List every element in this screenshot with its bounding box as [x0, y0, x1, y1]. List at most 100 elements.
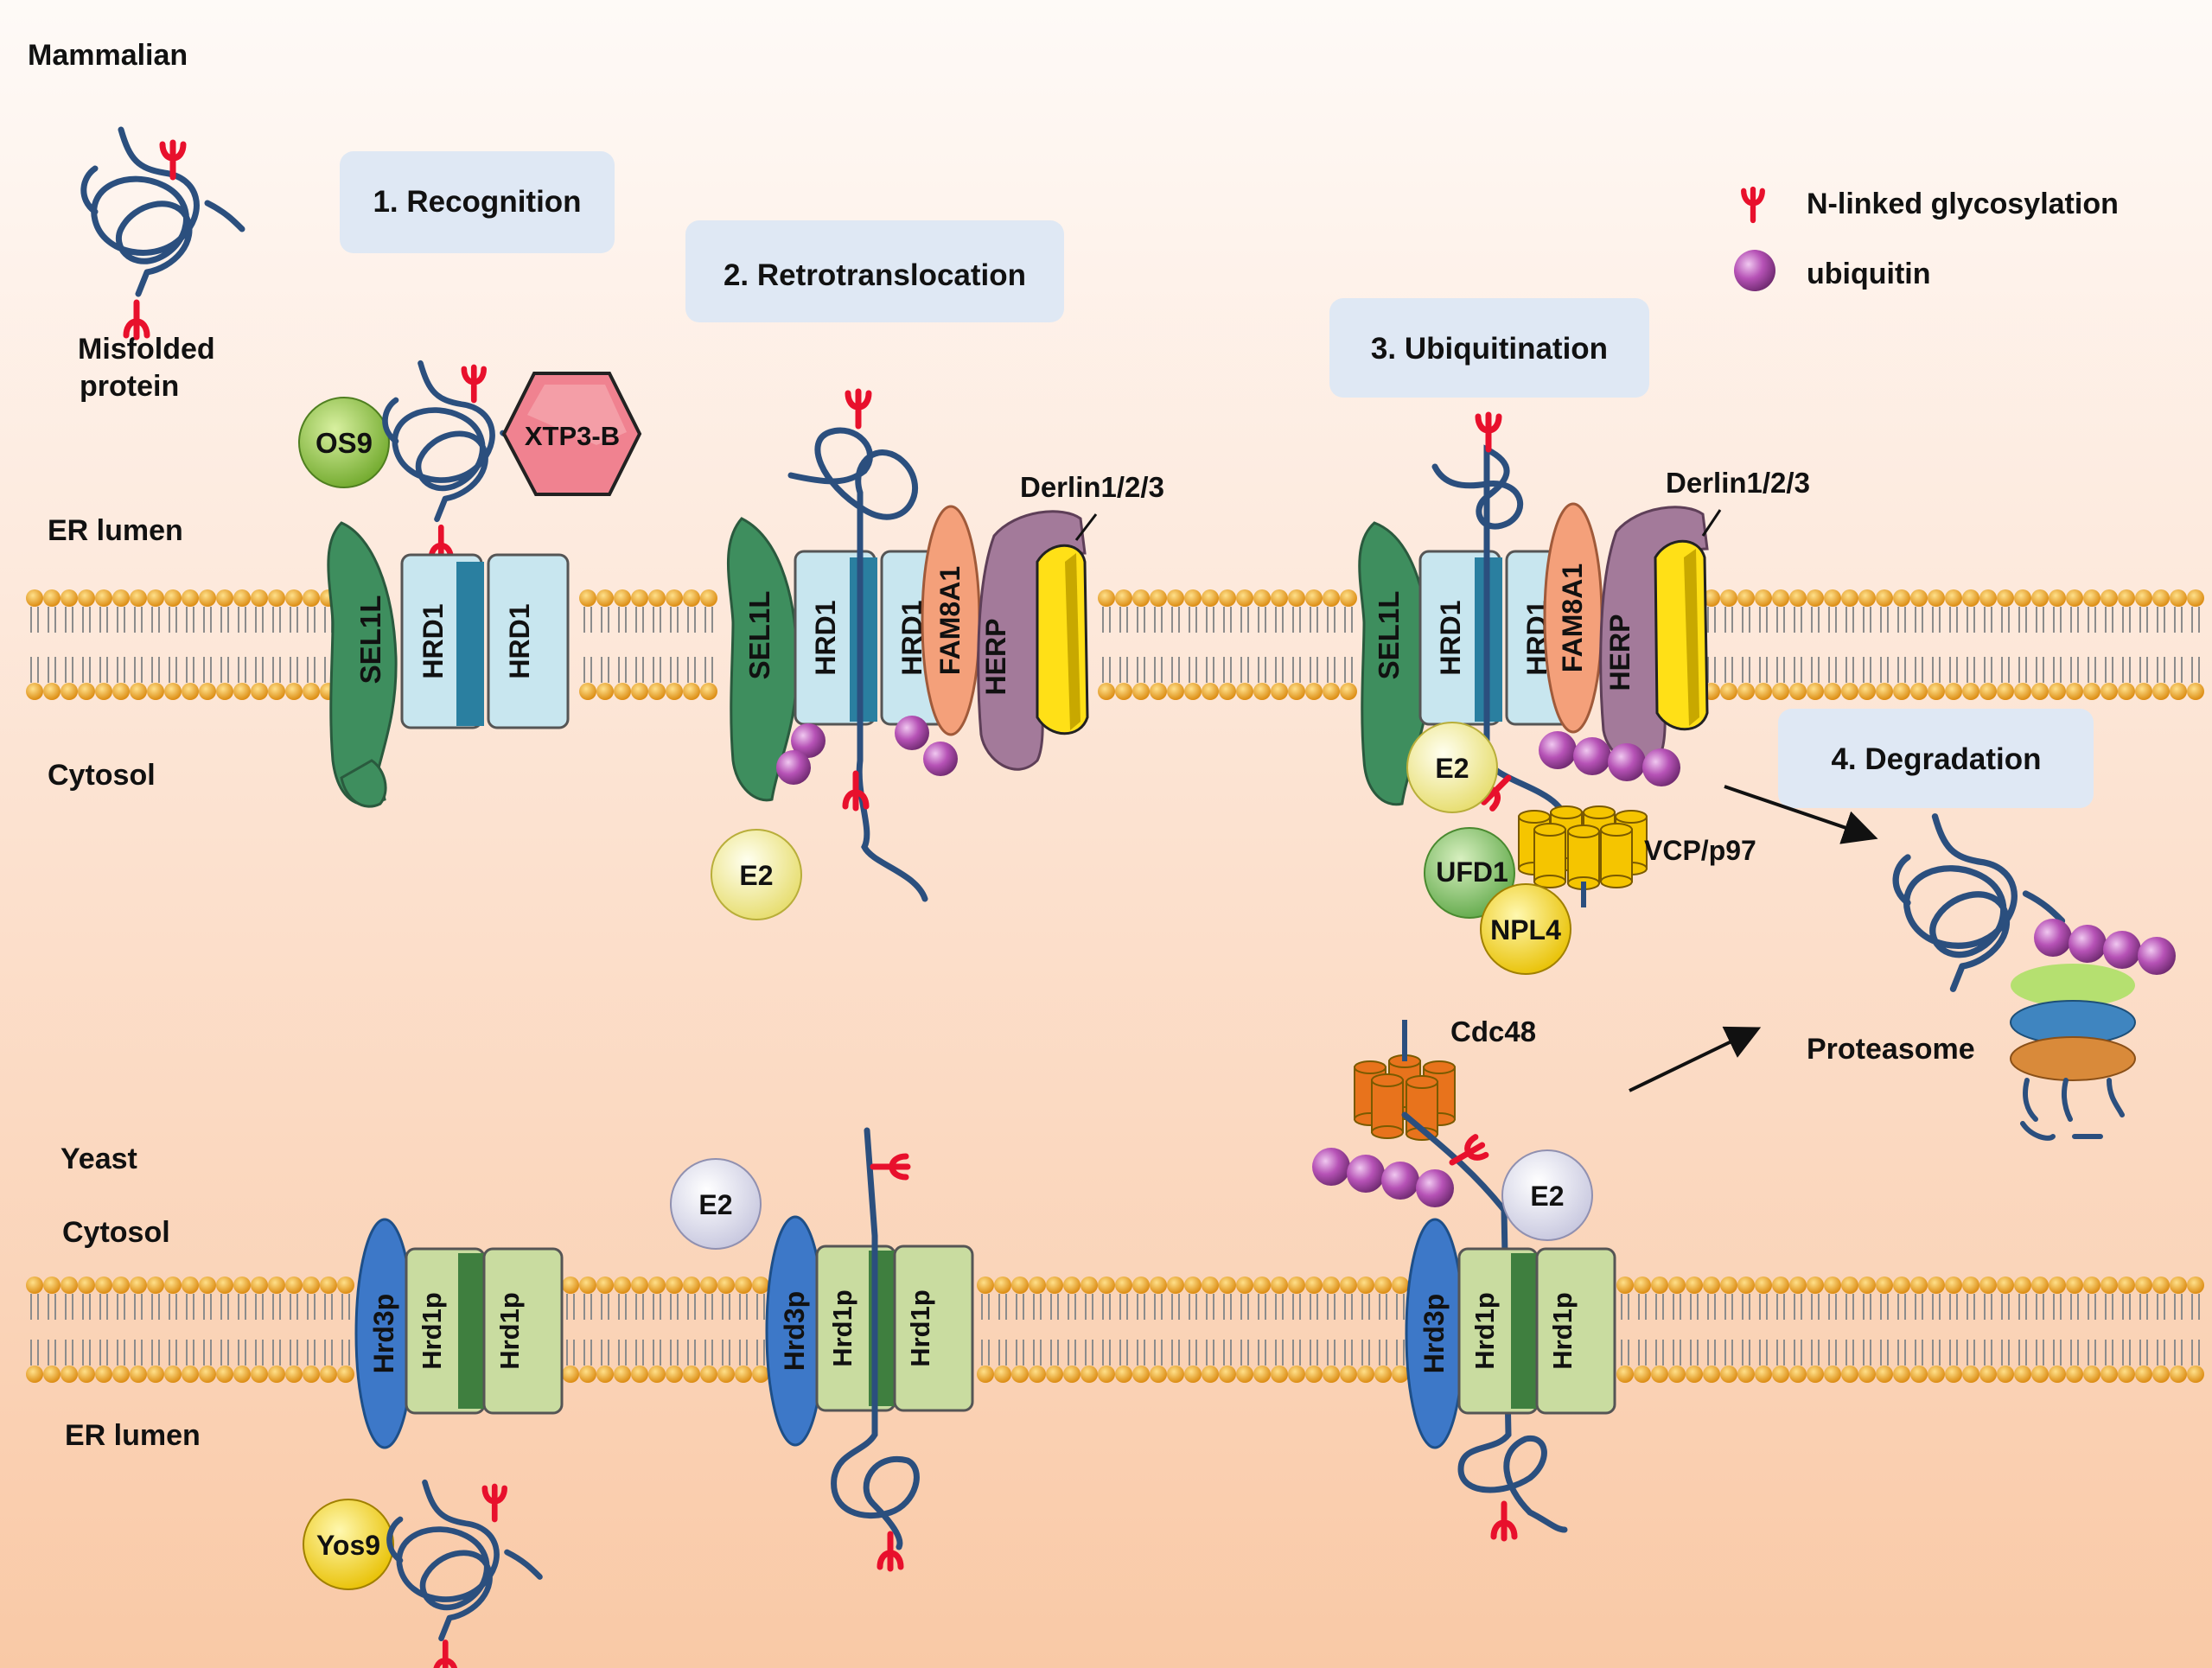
lipid-tail — [1171, 1294, 1180, 1320]
lipid-tail — [2157, 1340, 2165, 1366]
lipid-tail — [1119, 607, 1128, 633]
lipid-tail — [1033, 1340, 1042, 1366]
lipid-head — [2066, 589, 2083, 607]
lipid-head — [735, 1276, 752, 1294]
lipid-head — [1634, 1366, 1651, 1383]
lipid-head — [1945, 1366, 1962, 1383]
lipid-head — [1979, 589, 1997, 607]
lipid-tail — [134, 1340, 143, 1366]
lipid-tail — [1154, 607, 1163, 633]
lipid-head — [2170, 589, 2187, 607]
lipid-head — [1029, 1276, 1046, 1294]
lipid-head — [199, 1366, 216, 1383]
svg-text:Hrd3p: Hrd3p — [1418, 1294, 1450, 1373]
lipid-tail — [2001, 1340, 2010, 1366]
lipid-tail — [117, 1294, 125, 1320]
lipid-head — [2049, 1366, 2066, 1383]
lipid-tail — [1863, 1294, 1871, 1320]
lipid-head — [735, 1366, 752, 1383]
lipid-head — [1910, 1276, 1928, 1294]
e2-protein-yeast-3 — [1501, 1149, 1593, 1241]
lipid-head — [2066, 1276, 2083, 1294]
lipid-tail — [117, 1340, 125, 1366]
lipid-tail — [1949, 1294, 1958, 1320]
lipid-tail — [2105, 657, 2113, 683]
lipid-tail — [1275, 607, 1284, 633]
lipid-tail — [1863, 1340, 1871, 1366]
lipid-head — [147, 1366, 164, 1383]
lipid-head — [1271, 589, 1288, 607]
ubiquitin-step2-1 — [791, 723, 826, 758]
lipid-head — [1755, 1366, 1772, 1383]
lipid-tail — [1292, 1294, 1301, 1320]
lipid-tail — [1223, 607, 1232, 633]
hrd3p-protein-3: Hrd3p — [1405, 1218, 1465, 1449]
lipid-head — [251, 1276, 268, 1294]
lipid-tail — [2191, 607, 2200, 633]
lipid-tail — [272, 657, 281, 683]
lipid-head — [614, 1276, 631, 1294]
lipid-tail — [1845, 1340, 1854, 1366]
lipid-tail — [601, 1340, 609, 1366]
lipid-tail — [1292, 1340, 1301, 1366]
lipid-tail — [1189, 1294, 1197, 1320]
lipid-tail — [290, 1340, 298, 1366]
cytosol-label-top: Cytosol — [48, 759, 156, 792]
lipid-head — [1253, 683, 1271, 700]
herp-protein-step2: HERP — [977, 510, 1087, 771]
lipid-head — [78, 589, 95, 607]
lipid-head — [61, 1366, 78, 1383]
lipid-tail — [2157, 607, 2165, 633]
lipid-tail — [1310, 1294, 1318, 1320]
lipid-head — [2170, 683, 2187, 700]
lipid-tail — [30, 607, 39, 633]
lipid-head — [666, 1366, 683, 1383]
lipid-head — [43, 1366, 61, 1383]
lipid-head — [683, 683, 700, 700]
lipid-tail — [687, 657, 696, 683]
lipid-head — [26, 1276, 43, 1294]
lipid-head — [666, 589, 683, 607]
lipid-tail — [981, 1294, 990, 1320]
lipid-tail — [307, 607, 316, 633]
lipid-head — [1668, 1276, 1686, 1294]
lipid-head — [1253, 1366, 1271, 1383]
os9-protein — [298, 397, 390, 488]
ubiquitin-chain-step3 — [1539, 731, 1680, 786]
lipid-head — [2187, 589, 2204, 607]
lipid-tail — [756, 1340, 765, 1366]
lipid-head — [1616, 1276, 1634, 1294]
lipid-head — [1115, 589, 1132, 607]
lipid-head — [631, 1366, 648, 1383]
lipid-tail — [82, 1294, 91, 1320]
lipid-tail — [1742, 657, 1750, 683]
lipid-tail — [1707, 607, 1716, 633]
lipid-tail — [635, 1340, 644, 1366]
lipid-tail — [1258, 1340, 1266, 1366]
lipid-tail — [1811, 607, 1820, 633]
lipid-tail — [1984, 657, 1992, 683]
lipid-tail — [1344, 657, 1353, 683]
lipid-head — [1997, 683, 2014, 700]
hrd1p-dimer-1: Hrd1p Hrd1p — [405, 1247, 564, 1415]
lipid-tail — [704, 607, 713, 633]
lipid-head — [95, 683, 112, 700]
lipid-tail — [2088, 657, 2096, 683]
ubiquitin-step2-4 — [923, 742, 958, 776]
lipid-head — [1132, 589, 1150, 607]
lipid-tail — [998, 1294, 1007, 1320]
lipid-head — [1392, 1276, 1409, 1294]
substrate-chain-step2 — [787, 427, 928, 902]
lipid-tail — [48, 607, 56, 633]
lipid-head — [112, 683, 130, 700]
lipid-tail — [1223, 657, 1232, 683]
lipid-tail — [1776, 1294, 1785, 1320]
lipid-head — [1271, 683, 1288, 700]
lipid-head — [2118, 683, 2135, 700]
derlin-label-step2: Derlin1/2/3 — [1020, 471, 1164, 503]
ubiquitin-chain-step4 — [2034, 919, 2176, 975]
lipid-tail — [1361, 1294, 1370, 1320]
lipid-head — [752, 1276, 769, 1294]
lipid-head — [1720, 1366, 1737, 1383]
lipid-head — [1651, 1366, 1668, 1383]
